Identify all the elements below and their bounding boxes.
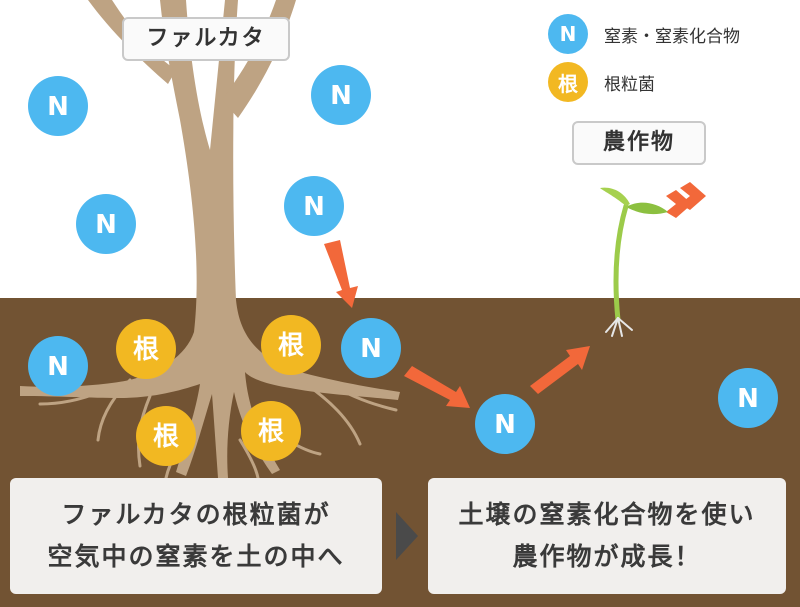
nitrogen-marker-8-circle: [718, 368, 778, 428]
nodule-marker-3-circle: [136, 406, 196, 466]
nodule-marker-2-circle: [261, 315, 321, 375]
nodule-marker-1: 根: [116, 319, 176, 379]
nodule-marker-2: 根: [261, 315, 321, 375]
nitrogen-marker-7-circle: [475, 394, 535, 454]
sprout-leaf-left: [600, 187, 630, 206]
nitrogen-marker-3-symbol: N: [95, 210, 117, 240]
nodule-marker-1-circle: [116, 319, 176, 379]
nitrogen-marker-3: N: [76, 194, 136, 254]
caption-left-line-2: 空気中の窒素を土の中へ: [47, 542, 345, 571]
nodule-marker-4-symbol: 根: [258, 417, 284, 447]
nitrogen-marker-6-symbol: N: [360, 334, 382, 364]
nitrogen-marker-1: N: [28, 76, 88, 136]
growth-chevrons: [666, 182, 706, 218]
nodule-marker-3: 根: [136, 406, 196, 466]
nitrogen-marker-3-circle: [76, 194, 136, 254]
legend-nodule-dot: 根: [548, 62, 588, 102]
nitrogen-markers: N N N N N N N N: [28, 65, 778, 454]
sprout-leaf-right: [628, 202, 668, 215]
legend-nodule-text: 根粒菌: [604, 74, 655, 95]
nitrogen-marker-8: N: [718, 368, 778, 428]
caption-crop-growth: 土壌の窒素化合物を使い 農作物が成長！: [428, 478, 786, 594]
nitrogen-marker-2: N: [311, 65, 371, 125]
caption-nitrogen-fixation: ファルカタの根粒菌が 空気中の窒素を土の中へ: [10, 478, 382, 594]
arrow-soil-to-crop: [530, 346, 590, 394]
nodule-marker-4-circle: [241, 401, 301, 461]
tree-trunk: [20, 0, 400, 478]
arrow-nodule-to-soil: [404, 366, 470, 408]
nitrogen-marker-4-circle: [284, 176, 344, 236]
nitrogen-marker-1-symbol: N: [47, 92, 69, 122]
legend-nitrogen: N 窒素・窒素化合物: [548, 14, 740, 54]
nodule-markers: 根根根根: [116, 315, 321, 466]
nodule-marker-2-symbol: 根: [278, 331, 304, 361]
nitrogen-marker-5-circle: [28, 336, 88, 396]
legend-nodule: 根 根粒菌: [548, 62, 655, 102]
flow-arrows: [324, 182, 706, 408]
nitrogen-marker-6: N: [341, 318, 401, 378]
legend-nitrogen-text: 窒素・窒素化合物: [604, 26, 740, 47]
nodule-marker-3-symbol: 根: [153, 422, 179, 452]
crop-sprout: [600, 187, 668, 337]
arrow-air-to-soil: [324, 240, 358, 308]
nodule-marker-1-symbol: 根: [133, 335, 159, 365]
nitrogen-marker-4-symbol: N: [303, 192, 325, 222]
nitrogen-marker-7: N: [475, 394, 535, 454]
nitrogen-marker-4: N: [284, 176, 344, 236]
nitrogen-marker-2-circle: [311, 65, 371, 125]
sprout-roots: [605, 317, 633, 337]
nitrogen-marker-5-symbol: N: [47, 352, 69, 382]
nitrogen-marker-6-circle: [341, 318, 401, 378]
nitrogen-marker-7-symbol: N: [494, 410, 516, 440]
nitrogen-marker-5: N: [28, 336, 88, 396]
caption-next-arrow: [396, 512, 418, 560]
caption-right-line-2: 農作物が成長！: [512, 542, 702, 571]
crop-label: 農作物: [572, 121, 706, 165]
nitrogen-marker-8-symbol: N: [737, 384, 759, 414]
nodule-marker-4: 根: [241, 401, 301, 461]
caption-left-line-1: ファルカタの根粒菌が: [61, 500, 331, 529]
nitrogen-marker-2-symbol: N: [330, 81, 352, 111]
caption-right-line-1: 土壌の窒素化合物を使い: [458, 500, 756, 529]
tree-label: ファルカタ: [122, 17, 290, 61]
sprout-stem: [613, 203, 629, 323]
legend-nitrogen-dot: N: [548, 14, 588, 54]
nitrogen-marker-1-circle: [28, 76, 88, 136]
